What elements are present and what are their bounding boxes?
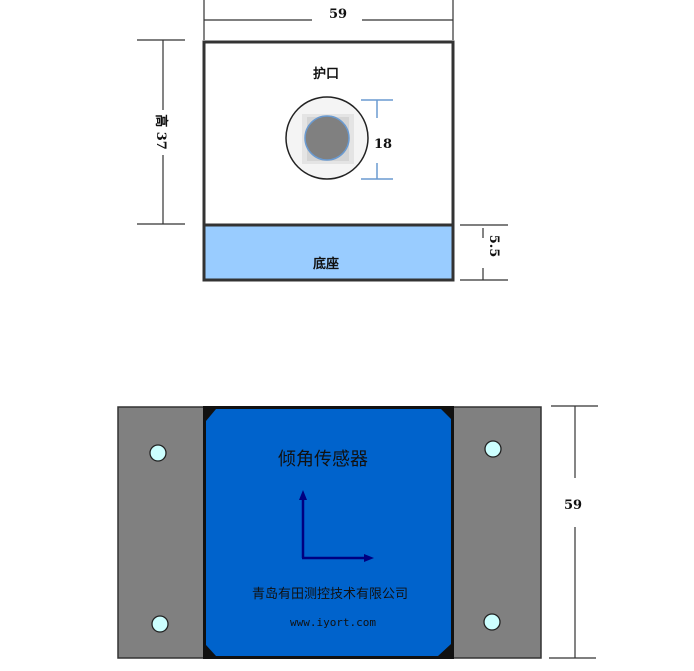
top-width-dim-label: 59 xyxy=(564,498,582,513)
mount-hole-icon xyxy=(149,444,167,462)
cover-label: 护口 xyxy=(313,66,339,82)
company-name: 青岛有田测控技术有限公司 xyxy=(252,586,408,602)
mount-hole-icon xyxy=(483,613,501,631)
front-view: 59 护口 底座 18 高 37 xyxy=(137,0,508,282)
sensor-face xyxy=(206,409,451,656)
axis-arrows-icon xyxy=(299,490,374,562)
base-body xyxy=(202,223,455,282)
mount-holes xyxy=(149,440,502,633)
website: www.iyort.com xyxy=(290,616,376,629)
width-dim-label: 59 xyxy=(329,7,347,22)
top-width-dimension xyxy=(549,405,598,659)
mount-hole-icon xyxy=(151,615,169,633)
height-dimension xyxy=(137,39,185,225)
height-dim-label: 高 37 xyxy=(153,114,169,150)
product-name: 倾角传感器 xyxy=(278,449,368,470)
top-view: 倾角传感器 青岛有田测控技术有限公司 www.iyort.com 59 xyxy=(117,405,598,659)
cable-port xyxy=(285,96,369,180)
width-dimension xyxy=(203,0,454,40)
base-dim-label: 5.5 xyxy=(486,235,501,258)
mount-hole-icon xyxy=(484,440,502,458)
base-dimension xyxy=(460,224,508,281)
base-label: 底座 xyxy=(313,256,339,272)
hole-dimension xyxy=(361,99,393,180)
hole-dim-label: 18 xyxy=(374,137,392,152)
